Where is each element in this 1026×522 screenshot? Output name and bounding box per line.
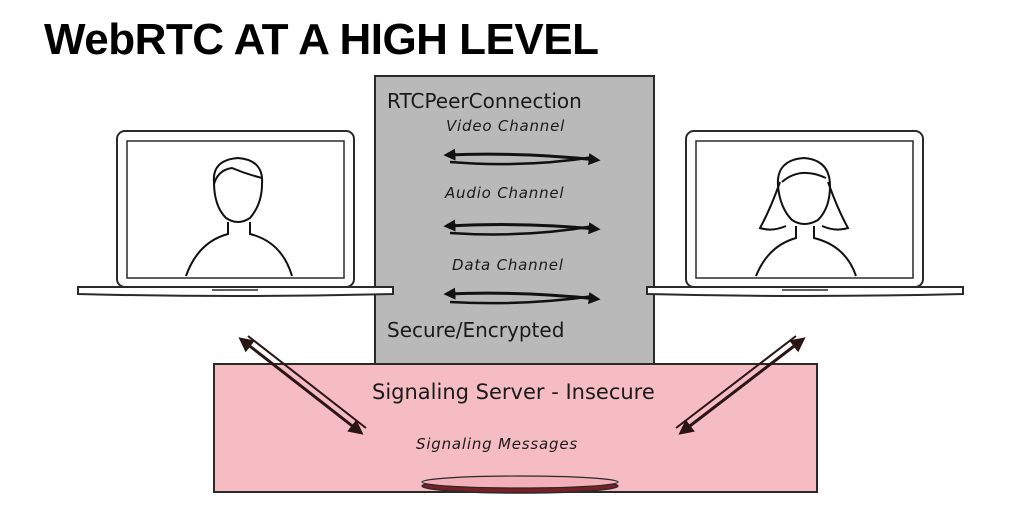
left-laptop [77, 130, 394, 297]
page-title: WebRTC AT A HIGH LEVEL [44, 15, 599, 64]
right-laptop [646, 130, 964, 297]
left-signaling-arrow [238, 335, 367, 435]
right-signaling-arrow [675, 335, 806, 435]
audio-channel-label: Audio Channel [445, 184, 565, 202]
peer-connection-label: RTCPeerConnection [387, 89, 582, 113]
person-male-icon [185, 156, 293, 277]
signaling-messages-label: Signaling Messages [416, 435, 578, 453]
video-channel-label: Video Channel [446, 117, 566, 135]
secure-encrypted-label: Secure/Encrypted [387, 318, 565, 342]
video-channel-arrow [443, 148, 601, 166]
server-disc [421, 475, 619, 494]
data-channel-label: Data Channel [452, 256, 564, 274]
signaling-server-label: Signaling Server - Insecure [372, 380, 655, 404]
data-channel-arrow [443, 287, 601, 305]
audio-channel-arrow [443, 219, 601, 236]
person-female-icon [755, 156, 857, 277]
